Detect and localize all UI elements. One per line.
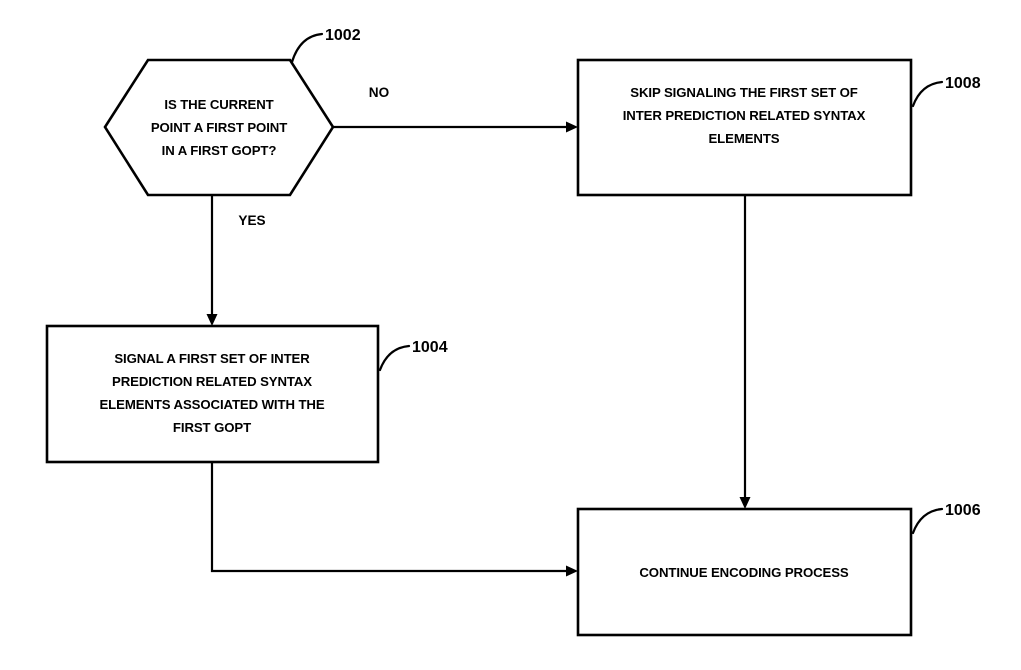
skip-signaling-line-2: INTER PREDICTION RELATED SYNTAX	[623, 108, 866, 123]
ref-numeral-1004: 1004	[412, 339, 448, 356]
signal-set-node-shape	[45, 324, 380, 464]
signal-set-line-4: FIRST GOPT	[173, 420, 251, 435]
arrowhead-yes-branch	[206, 314, 218, 326]
decision-node-shape	[103, 58, 335, 197]
continue-line-1: CONTINUE ENCODING PROCESS	[639, 565, 849, 580]
ref-numeral-1008: 1008	[945, 75, 981, 92]
signal-set-line-2: PREDICTION RELATED SYNTAX	[112, 374, 312, 389]
ref-numeral-1002: 1002	[325, 27, 361, 44]
ref-numeral-1006: 1006	[945, 502, 981, 519]
leader-line-1008	[911, 80, 944, 108]
arrowhead-no-branch	[566, 121, 578, 133]
leader-line-1002	[290, 32, 324, 64]
decision-node-line-2: POINT A FIRST POINT	[151, 120, 287, 135]
arrowhead-skip-to-continue	[739, 497, 751, 509]
skip-signaling-line-1: SKIP SIGNALING THE FIRST SET OF	[630, 85, 858, 100]
branch-label-no: NO	[369, 85, 389, 100]
connector-signal-to-continue	[210, 462, 570, 573]
skip-signaling-node-shape	[576, 58, 913, 197]
signal-set-line-1: SIGNAL A FIRST SET OF INTER	[114, 351, 310, 366]
skip-signaling-line-3: ELEMENTS	[708, 131, 779, 146]
signal-set-line-3: ELEMENTS ASSOCIATED WITH THE	[99, 397, 324, 412]
decision-node-line-1: IS THE CURRENT	[164, 97, 273, 112]
continue-node-shape	[576, 507, 913, 637]
arrowhead-signal-to-continue	[566, 565, 578, 577]
leader-line-1006	[911, 507, 944, 535]
branch-label-yes: YES	[238, 213, 265, 228]
leader-line-1004	[378, 344, 411, 372]
decision-node-line-3: IN A FIRST GOPT?	[162, 143, 277, 158]
